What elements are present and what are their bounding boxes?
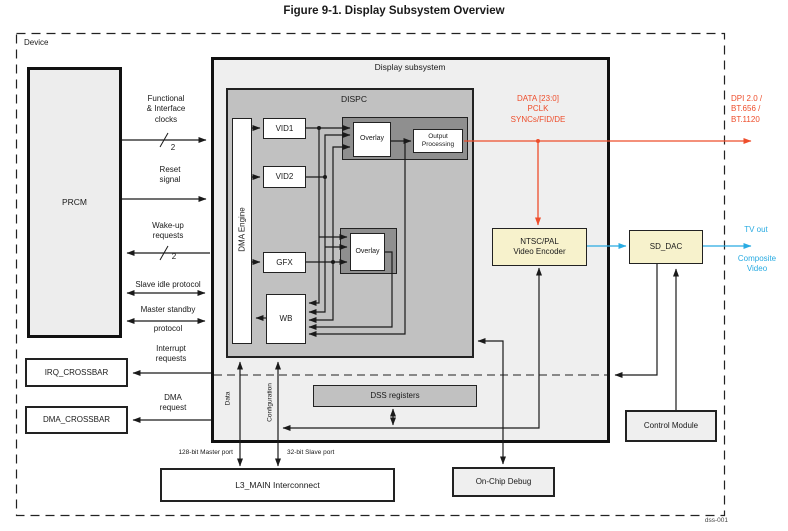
functional-clocks-label: Functional & Interface clocks xyxy=(146,94,186,124)
overlay-top-block: Overlay xyxy=(353,122,391,157)
vid2-block: VID2 xyxy=(263,166,306,188)
composite-video-label: Composite Video xyxy=(737,254,777,274)
interrupt-requests-label: Interrupt requests xyxy=(155,344,187,364)
dma-request-label: DMA request xyxy=(159,393,187,413)
master-standby-label-2: protocol xyxy=(153,324,183,333)
dss-registers-block: DSS registers xyxy=(313,385,477,407)
wakeup-requests-label: Wake-up requests xyxy=(152,221,184,241)
wakeup-width-label: 2 xyxy=(171,252,177,261)
reset-signal-label: Reset signal xyxy=(159,165,181,185)
data-port-label: Data xyxy=(224,391,232,406)
configuration-port-label: Configuration xyxy=(266,383,274,422)
on-chip-debug-block: On-Chip Debug xyxy=(452,467,555,497)
slave-port-label: 32-bit Slave port xyxy=(287,449,335,456)
control-module-block: Control Module xyxy=(625,410,717,442)
overlay-bottom-block: Overlay xyxy=(350,233,385,271)
gfx-block: GFX xyxy=(263,252,306,273)
prcm-block: PRCM xyxy=(27,67,122,338)
slave-idle-label: Slave idle protocol xyxy=(135,280,201,289)
dispc-label: DISPC xyxy=(341,94,367,104)
dma-crossbar-block: DMA_CROSSBAR xyxy=(25,406,128,434)
output-processing-block: Output Processing xyxy=(413,129,463,153)
wb-block: WB xyxy=(266,294,306,344)
parallel-bus-label: DATA [23:0] PCLK SYNCs/FID/DE xyxy=(510,94,566,124)
master-port-label: 128-bit Master port xyxy=(178,449,233,456)
figure-code-label: dss-001 xyxy=(704,517,728,524)
sd-dac-block: SD_DAC xyxy=(629,230,703,264)
master-standby-label-1: Master standby xyxy=(140,305,196,314)
clock-width-label: 2 xyxy=(170,143,176,152)
figure-title: Figure 9-1. Display Subsystem Overview xyxy=(283,5,505,17)
dma-engine-label: DMA Engine xyxy=(237,207,247,252)
l3-main-interconnect-block: L3_MAIN Interconnect xyxy=(160,468,395,502)
dpi-output-label: DPI 2.0 / BT.656 / BT.1120 xyxy=(731,94,763,124)
display-subsystem-label: Display subsystem xyxy=(374,62,446,72)
irq-crossbar-block: IRQ_CROSSBAR xyxy=(25,358,128,387)
tv-out-label: TV out xyxy=(744,225,768,234)
vid1-block: VID1 xyxy=(263,118,306,139)
ntsc-pal-encoder-block: NTSC/PAL Video Encoder xyxy=(492,228,587,266)
device-label: Device xyxy=(24,38,49,47)
